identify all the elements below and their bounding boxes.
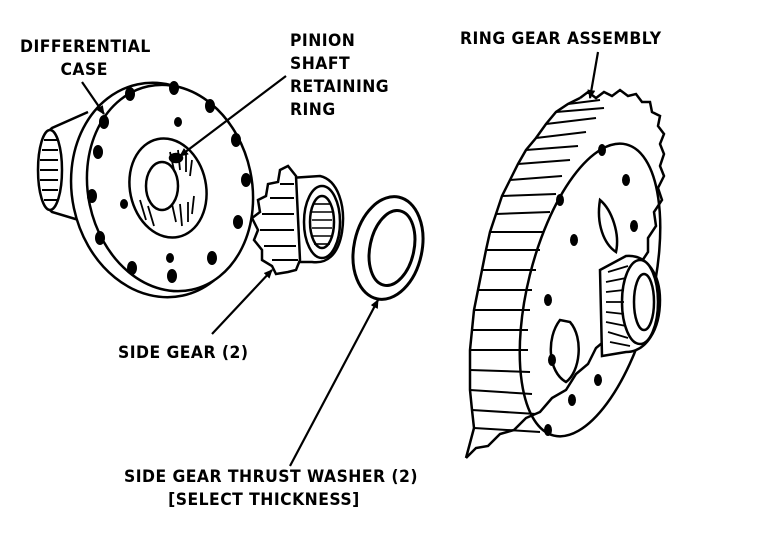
label-pinion-line-3: RETAINING <box>290 77 390 97</box>
label-ring-gear-assembly: RING GEAR ASSEMBLY <box>460 29 662 49</box>
leader-pinion-shaft-retaining-ring <box>179 75 287 157</box>
label-differential-case-line-1: DIFFERENTIAL <box>20 37 151 57</box>
label-differential-case-line-2: CASE <box>60 60 108 80</box>
side-gear <box>250 164 345 276</box>
leader-thrust-washer <box>289 299 379 467</box>
label-differential-case: DIFFERENTIAL CASE <box>20 36 151 82</box>
label-pinion-line-4: RING <box>290 100 336 120</box>
leader-side-gear <box>211 269 273 335</box>
leader-lines <box>81 51 600 467</box>
pinion-gears <box>139 149 195 227</box>
thrust-washer <box>351 195 425 301</box>
label-thrust-washer-line-2: [SELECT THICKNESS] <box>168 490 360 510</box>
label-pinion-shaft-retaining-ring: PINION SHAFT RETAINING RING <box>290 30 389 122</box>
pinion-shaft-retaining-ring <box>168 152 184 164</box>
bolt-holes <box>87 81 251 283</box>
leader-differential-case <box>81 81 105 115</box>
label-side-gear-thrust-washer: SIDE GEAR THRUST WASHER (2) [SELECT THIC… <box>124 466 418 512</box>
label-pinion-line-2: SHAFT <box>290 54 351 74</box>
differential-case <box>36 81 255 299</box>
ring-gear-assembly <box>464 88 666 459</box>
label-pinion-line-1: PINION <box>290 31 356 51</box>
label-thrust-washer-line-1: SIDE GEAR THRUST WASHER (2) <box>124 467 418 487</box>
label-side-gear: SIDE GEAR (2) <box>118 343 249 363</box>
leader-ring-gear-assembly <box>587 51 600 99</box>
